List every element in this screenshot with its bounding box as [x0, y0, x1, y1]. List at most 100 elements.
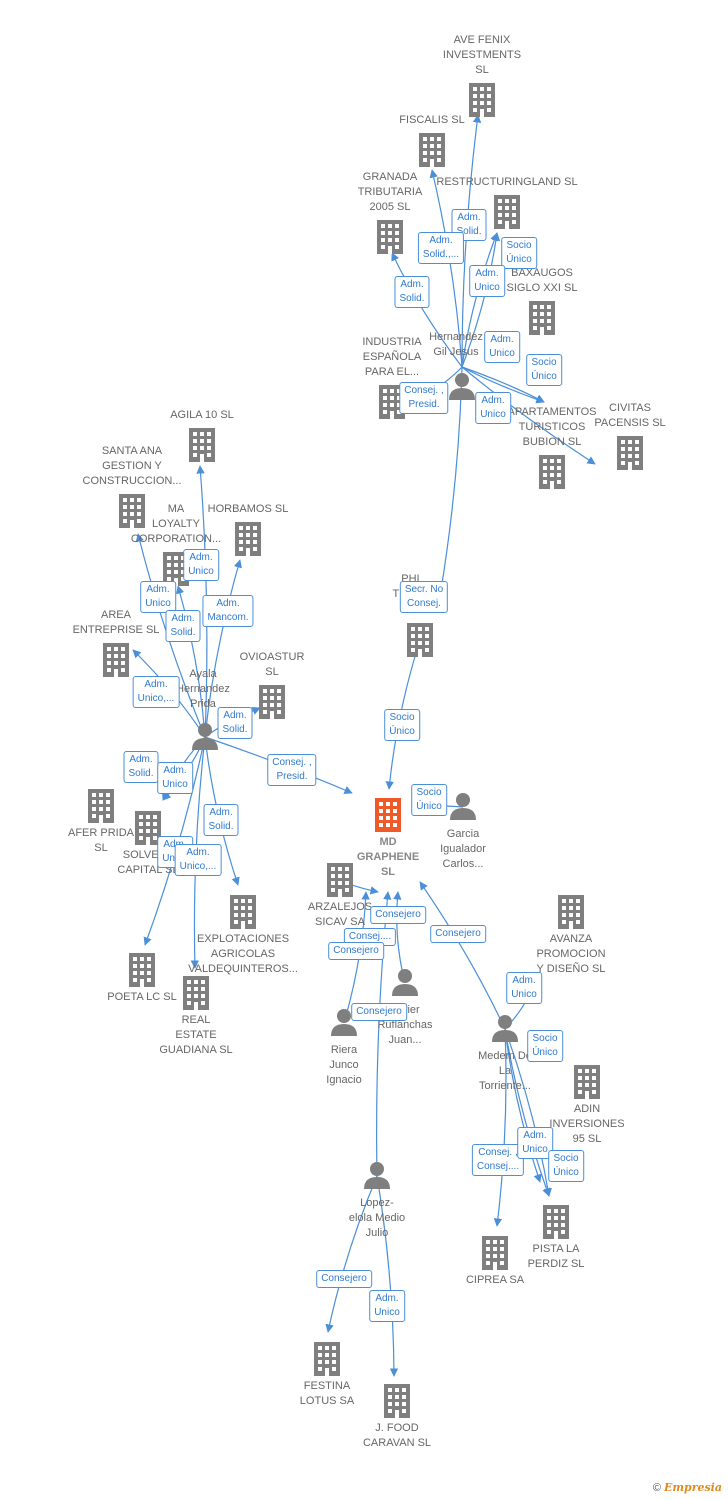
node-label-pista[interactable]: PISTA LA PERDIZ SL — [527, 1243, 585, 1270]
node-label-riera[interactable]: Riera Junco Ignacio — [326, 1044, 362, 1086]
relation-badge[interactable]: Socio Único — [384, 709, 420, 741]
node-label-md[interactable]: MD GRAPHENE SL — [356, 836, 420, 878]
node-label-adin[interactable]: ADIN INVERSIONES 95 SL — [549, 1103, 625, 1145]
node-label-real[interactable]: REAL ESTATE GUADIANA SL — [159, 1014, 233, 1056]
person-icon[interactable] — [364, 1162, 390, 1189]
relation-edge — [391, 252, 463, 368]
relation-badge[interactable]: Socio Único — [527, 1030, 563, 1062]
relation-badge[interactable]: Adm. Unico,... — [174, 844, 222, 876]
relation-badge[interactable]: Adm. Solid.,... — [417, 232, 465, 264]
building-icon[interactable] — [529, 301, 555, 335]
relation-badge[interactable]: Socio Único — [501, 237, 537, 269]
building-icon[interactable] — [377, 220, 403, 254]
relation-badge[interactable]: Adm. Unico — [369, 1290, 405, 1322]
relation-badge[interactable]: Adm. Unico — [469, 265, 505, 297]
node-label-ayala[interactable]: Ayala Hernandez Prida — [176, 668, 230, 710]
relation-badge[interactable]: Adm. Unico — [157, 762, 193, 794]
relation-badge[interactable]: Adm. Unico — [183, 549, 219, 581]
focus-building-window — [393, 823, 397, 827]
building-icon[interactable] — [327, 863, 353, 897]
building-icon[interactable] — [235, 522, 261, 556]
relation-badge[interactable]: Consejero — [351, 1003, 407, 1021]
building-icon[interactable] — [574, 1065, 600, 1099]
node-label-poeta[interactable]: POETA LC SL — [107, 991, 177, 1003]
node-label-civitas[interactable]: CIVITAS PACENSIS SL — [594, 402, 666, 429]
node-label-medem[interactable]: Medem De La Torriente... — [478, 1050, 532, 1092]
relation-badge[interactable]: Consej. , Presid. — [399, 382, 449, 414]
building-icon[interactable] — [543, 1205, 569, 1239]
relation-badge[interactable]: Adm. Solid. — [451, 209, 487, 241]
node-label-garcia[interactable]: Garcia Igualador Carlos... — [440, 828, 486, 870]
node-label-agila[interactable]: AGILA 10 SL — [170, 409, 234, 421]
building-icon[interactable] — [230, 895, 256, 929]
person-icon[interactable] — [392, 969, 418, 996]
relation-badge[interactable]: Adm. Unico,... — [132, 676, 180, 708]
node-label-ave[interactable]: AVE FENIX INVESTMENTS SL — [442, 34, 522, 76]
relation-badge[interactable]: Socio Único — [526, 354, 562, 386]
node-label-arzalejos[interactable]: ARZALEJOS SICAV SA — [307, 901, 373, 928]
node-label-fiscalis[interactable]: FISCALIS SL — [399, 114, 465, 126]
building-icon[interactable] — [558, 895, 584, 929]
node-label-lopez[interactable]: Lopez- elola Medio Julio — [348, 1197, 406, 1239]
person-icon[interactable] — [192, 723, 218, 750]
node-label-baxaugos[interactable]: BAXAUGOS SIGLO XXI SL — [506, 267, 578, 294]
relation-badge[interactable]: Socio Único — [548, 1150, 584, 1182]
relation-badge[interactable]: Consejero — [316, 1270, 372, 1288]
relation-badge[interactable]: Adm. Unico — [475, 392, 511, 424]
node-label-area[interactable]: AREA ENTREPRISE SL — [72, 609, 160, 636]
node-label-santaana[interactable]: SANTA ANA GESTION Y CONSTRUCCION... — [82, 445, 182, 487]
node-label-explotaciones[interactable]: EXPLOTACIONES AGRICOLAS VALDEQUINTEROS..… — [188, 933, 298, 975]
relation-badge[interactable]: Consejero — [370, 906, 426, 924]
building-icon[interactable] — [469, 83, 495, 117]
relation-badge[interactable]: Adm. Solid. — [394, 276, 430, 308]
relation-edge — [504, 1028, 552, 1197]
node-label-ciprea[interactable]: CIPREA SA — [465, 1274, 525, 1286]
relation-badge[interactable]: Consej. , Presid. — [267, 754, 317, 786]
relation-edge — [461, 232, 499, 368]
building-icon[interactable] — [314, 1342, 340, 1376]
building-icon[interactable] — [88, 789, 114, 823]
building-icon[interactable] — [384, 1384, 410, 1418]
building-icon[interactable] — [129, 953, 155, 987]
relation-edge — [325, 1175, 378, 1333]
relation-badge[interactable]: Adm. Solid. — [203, 804, 239, 836]
relation-badge[interactable]: Adm. Unico — [517, 1127, 553, 1159]
node-label-industria[interactable]: INDUSTRIA ESPAÑOLA PARA EL... — [362, 336, 422, 378]
building-icon[interactable] — [494, 195, 520, 229]
building-icon[interactable] — [407, 623, 433, 657]
brand-logo[interactable]: Empresia — [663, 1481, 722, 1494]
building-icon[interactable] — [419, 133, 445, 167]
relation-badge[interactable]: Consejero — [328, 942, 384, 960]
relation-badge[interactable]: Adm. Unico — [484, 331, 520, 363]
relation-badge[interactable]: Adm. Unico — [140, 581, 176, 613]
building-icon[interactable] — [259, 685, 285, 719]
relation-badge[interactable]: Secr. No Consej. — [399, 581, 449, 613]
building-icon[interactable] — [482, 1236, 508, 1270]
relation-edge — [461, 114, 482, 368]
node-label-granada[interactable]: GRANADA TRIBUTARIA 2005 SL — [357, 171, 423, 213]
relation-badge[interactable]: Consejero — [430, 925, 486, 943]
node-label-ovioastur[interactable]: OVIOASTUR SL — [239, 651, 305, 678]
node-label-jfood[interactable]: J. FOOD CARAVAN SL — [362, 1422, 432, 1449]
node-label-festina[interactable]: FESTINA LOTUS SA — [299, 1380, 355, 1407]
building-icon[interactable] — [539, 455, 565, 489]
person-icon[interactable] — [449, 373, 475, 400]
relation-badge[interactable]: Socio Único — [411, 784, 447, 816]
node-label-afer[interactable]: AFER PRIDA SL — [67, 827, 135, 854]
node-label-hernandez[interactable]: Hernandez Gil Jesus — [429, 331, 483, 358]
node-label-maloyalty[interactable]: MA LOYALTY CORPORATION... — [130, 503, 222, 545]
building-icon[interactable] — [189, 428, 215, 462]
building-icon[interactable] — [617, 436, 643, 470]
building-icon[interactable] — [183, 976, 209, 1010]
node-label-restructuring[interactable]: RESTRUCTURINGLAND SL — [436, 176, 578, 188]
node-label-horbamos[interactable]: HORBAMOS SL — [207, 503, 289, 515]
relation-badge[interactable]: Consej. , Consej.... — [471, 1144, 525, 1176]
building-icon[interactable] — [103, 643, 129, 677]
relation-badge[interactable]: Adm. Solid. — [165, 610, 201, 642]
relation-badge[interactable]: Adm. Solid. — [123, 751, 159, 783]
relation-badge[interactable]: Adm. Unico — [506, 972, 542, 1004]
relation-badge[interactable]: Adm. Mancom. — [202, 595, 254, 627]
node-label-avanza[interactable]: AVANZA PROMOCION Y DISEÑO SL — [536, 933, 606, 975]
node-label-apartamentos[interactable]: APARTAMENTOS TURISTICOS BUBION SL — [507, 406, 597, 448]
relation-badge[interactable]: Adm. Solid. — [217, 707, 253, 739]
